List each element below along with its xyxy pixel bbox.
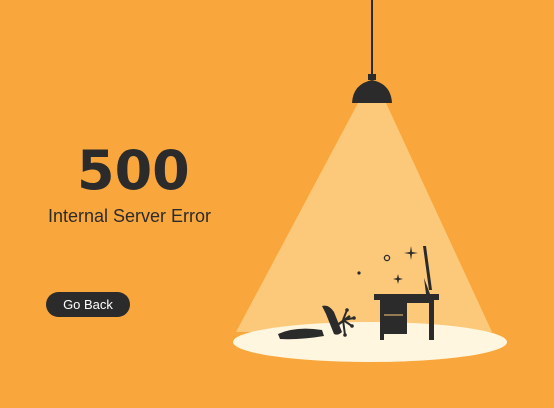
desk-icon [374,294,439,340]
light-cone [236,103,492,332]
go-back-button[interactable]: Go Back [46,292,130,317]
floor-glow [233,322,507,362]
pendant-lamp-icon [352,0,392,103]
sparkle-icon [357,246,418,284]
fallen-chair-icon [278,305,356,340]
error-message: Internal Server Error [48,206,212,226]
error-code: 500 [77,139,190,202]
